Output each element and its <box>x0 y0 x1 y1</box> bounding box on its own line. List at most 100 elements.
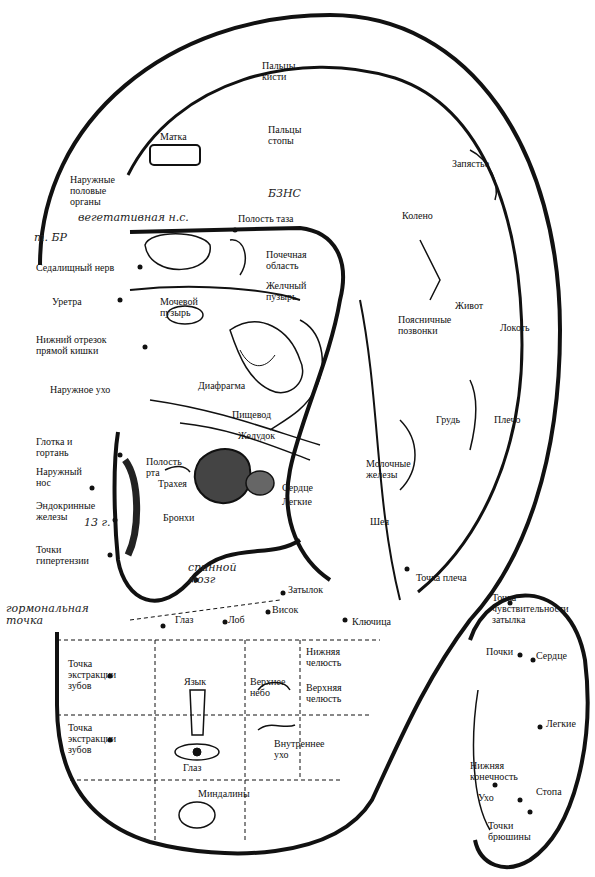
acupoint <box>405 567 410 572</box>
zone-label: Точка плеча <box>416 572 467 583</box>
zone-label: Желудок <box>238 430 275 441</box>
zone-label: Плечо <box>494 414 520 425</box>
zone-label: Точка чувствительности затылка <box>492 592 576 626</box>
acupoint <box>343 618 348 623</box>
zone-label: Локоть <box>500 322 530 333</box>
acupoint <box>138 265 143 270</box>
mouth-sketch <box>165 466 190 472</box>
zone-label: Колено <box>402 210 433 221</box>
handwritten-note: гормональная точка <box>6 603 126 628</box>
zone-label: Пальцы стопы <box>268 124 316 146</box>
zone-label: Точки брюшины <box>488 820 546 842</box>
zone-label: Нижняя челюсть <box>306 646 366 668</box>
acupoint <box>143 345 148 350</box>
zone-label: Глаз <box>175 614 193 625</box>
helix-outline <box>40 15 560 853</box>
zone-label: Стопа <box>536 786 562 797</box>
zone-label: Сердце <box>536 650 567 661</box>
zone-label: Язык <box>184 676 206 687</box>
zone-label: Наружное ухо <box>50 384 112 395</box>
lobe-grid-line <box>245 640 246 840</box>
acupoint <box>518 798 523 803</box>
concha-line <box>180 423 310 460</box>
zone-label: Легкие <box>282 496 312 507</box>
eye-sketch <box>193 748 201 756</box>
zone-label: Шея <box>370 516 389 527</box>
handwritten-note: БЗНС <box>268 188 301 200</box>
inner-ear-sketch <box>258 725 295 730</box>
intestine-sketch <box>240 350 275 366</box>
zone-label: Мочевой пузырь <box>160 296 228 318</box>
kidney-sketch <box>230 240 245 275</box>
handwritten-note: 13 г. <box>84 517 111 529</box>
zone-label: Седалищный нерв <box>36 262 116 273</box>
acupoint <box>518 653 523 658</box>
zone-label: Глотка и гортань <box>36 436 98 458</box>
zone-label: Наружные половые органы <box>70 174 138 208</box>
handwritten-note: вегетативная н.с. <box>78 212 198 224</box>
zone-label: Запястье <box>452 158 489 169</box>
handwritten-note: т. БР <box>34 232 67 244</box>
tongue-sketch <box>190 690 205 735</box>
zone-label: Почечная область <box>266 249 336 271</box>
acupoint <box>528 810 533 815</box>
zone-label: Нижний отрезок прямой кишки <box>36 334 140 356</box>
eye-sketch <box>175 744 219 760</box>
zone-label: Точка экстракции зубов <box>68 658 130 692</box>
back-ear-outline <box>470 595 588 867</box>
zone-label: Бронхи <box>163 512 194 523</box>
acupoint <box>266 610 271 615</box>
zone-label: Глаз <box>183 762 201 773</box>
zone-label: Ухо <box>478 792 494 803</box>
antihelix-line <box>360 300 400 600</box>
lobe-grid-line <box>155 640 156 840</box>
zone-label: Матка <box>160 131 187 142</box>
zone-label: Полость таза <box>238 213 296 224</box>
zone-label: Диафрагма <box>198 380 245 391</box>
zone-label: Пищевод <box>232 409 271 420</box>
zone-label: Лоб <box>228 614 245 625</box>
acupoint <box>233 228 238 233</box>
zone-label: Живот <box>455 300 483 311</box>
zone-label: Висок <box>272 604 298 615</box>
zone-label: Точки гипертензии <box>36 544 106 566</box>
concha-line <box>150 400 320 445</box>
acupoint <box>538 725 543 730</box>
zone-label: Ключица <box>352 616 391 627</box>
acupoint <box>161 624 166 629</box>
knee-sketch <box>420 240 440 300</box>
acupoint <box>118 453 123 458</box>
zone-label: Верхнее небо <box>250 676 298 698</box>
zone-label: Полость рта <box>146 456 188 478</box>
acupoint <box>113 518 118 523</box>
lung-sketch <box>195 449 251 503</box>
lobe-grid-line <box>70 780 340 781</box>
acupoint <box>223 620 228 625</box>
hand-sketch <box>470 150 496 200</box>
zone-label: Почки <box>486 646 513 657</box>
zone-label: Поясничные позвонки <box>398 314 460 336</box>
acupoint <box>531 658 536 663</box>
handwritten-note: спинной мозг <box>188 562 248 587</box>
lobe-grid-line <box>300 640 301 780</box>
tonsils-sketch <box>179 802 215 828</box>
acupoint <box>118 298 123 303</box>
zone-label: Наружный нос <box>36 466 88 488</box>
zone-label: Грудь <box>436 414 460 425</box>
antihelix-line <box>130 228 343 580</box>
acupoint <box>281 591 286 596</box>
zone-label: Внутреннее ухо <box>274 738 340 760</box>
zone-label: Пальцы кисти <box>262 60 312 82</box>
zone-label: Трахея <box>158 478 187 489</box>
zone-label: Желчный пузырь <box>266 280 336 302</box>
acupoint <box>90 486 95 491</box>
zone-label: Сердце <box>282 482 313 493</box>
lobe-grid-line <box>57 715 370 716</box>
zone-label: Верхняя челюсть <box>306 682 366 704</box>
heart-sketch <box>246 471 274 495</box>
zone-label: Точка экстракции зубов <box>68 722 130 756</box>
tragus-outline <box>125 460 137 555</box>
zone-label: Уретра <box>52 296 82 307</box>
shoulder-sketch <box>470 380 476 450</box>
